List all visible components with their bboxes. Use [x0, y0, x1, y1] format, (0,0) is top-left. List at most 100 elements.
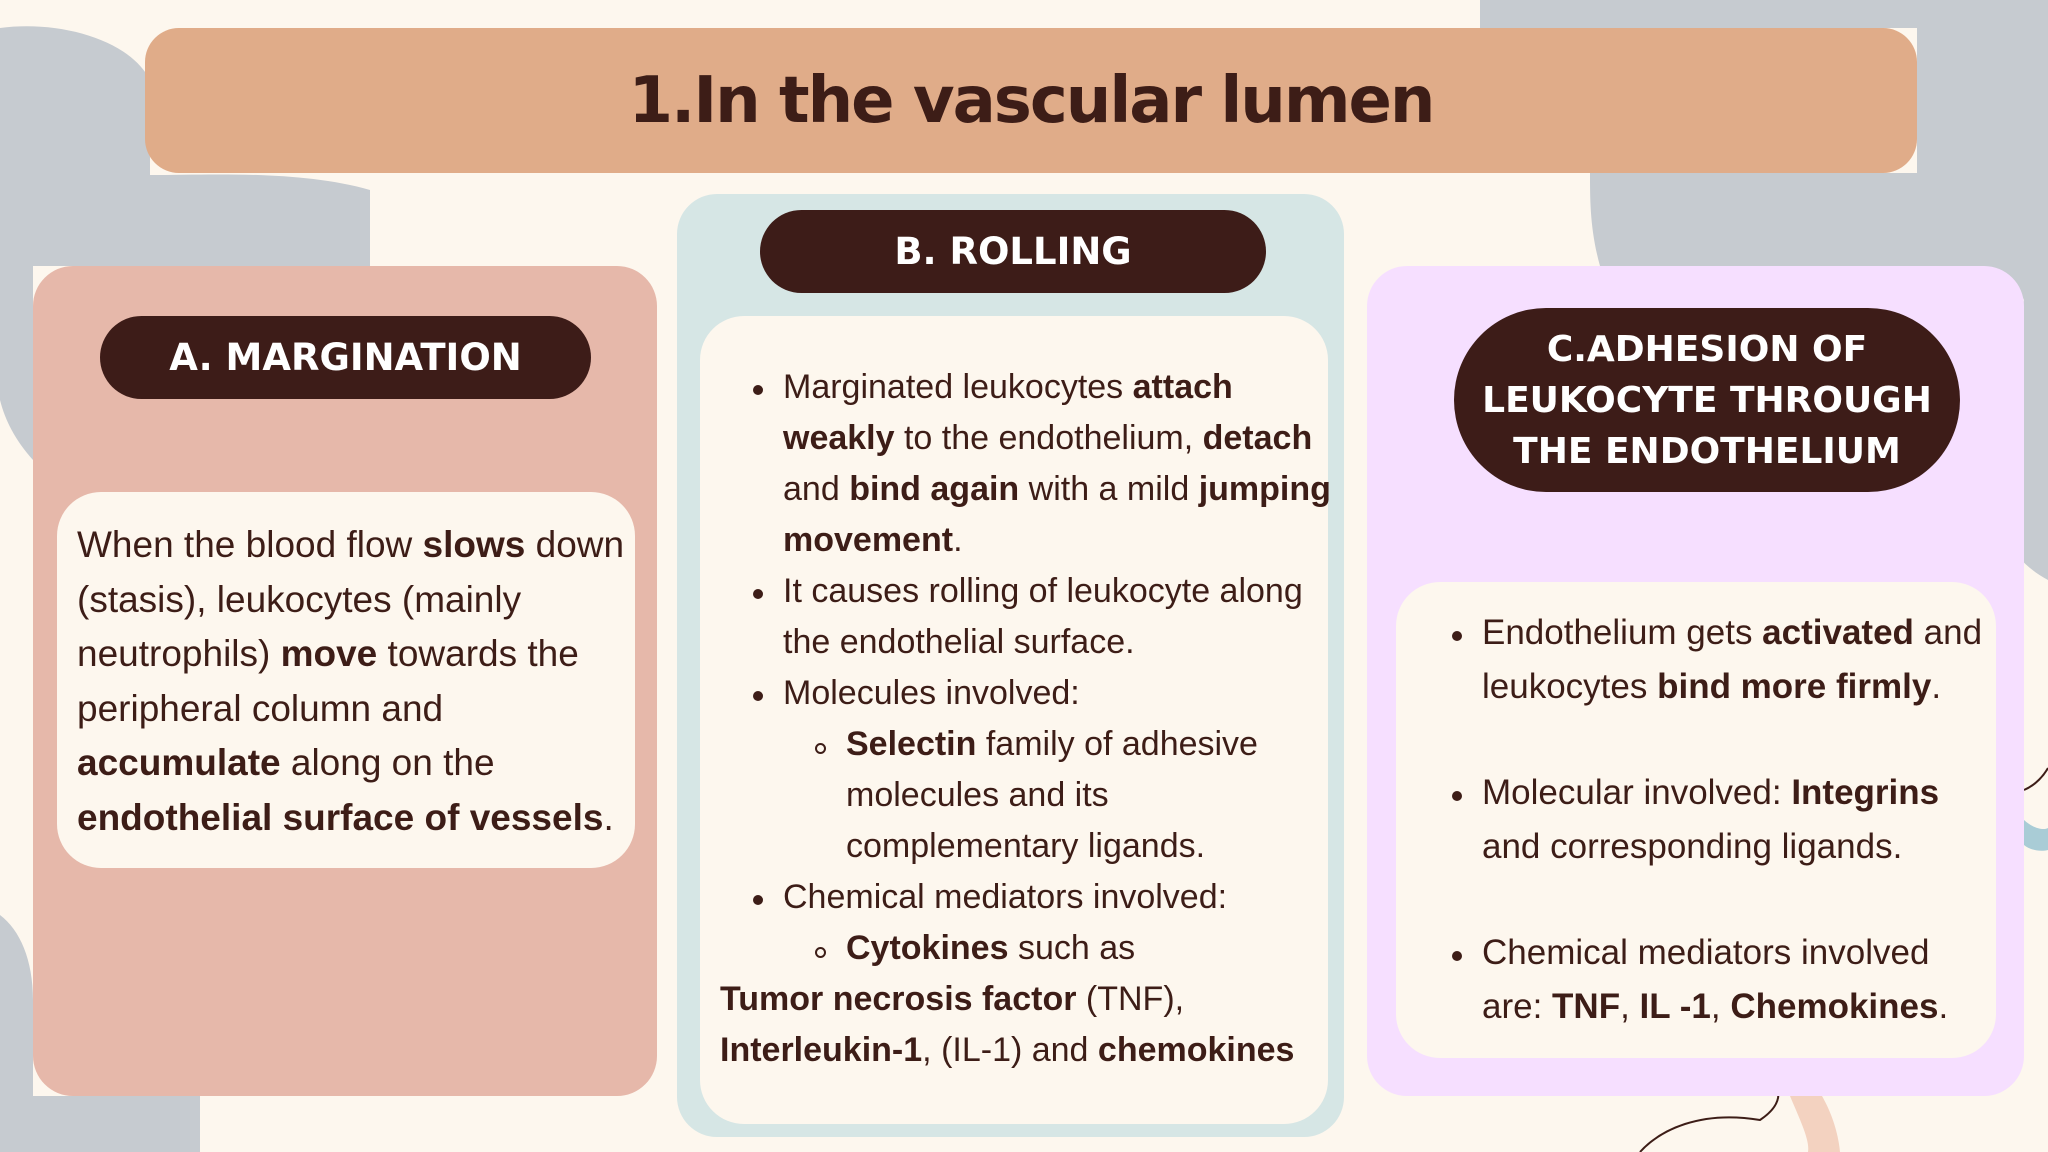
text-bold: endothelial surface of vessels: [77, 796, 604, 838]
teal-accent-right: [2024, 820, 2048, 851]
bullet-dot: [753, 385, 763, 395]
text-bold: slows: [422, 524, 526, 565]
text-line: Interleukin-1, (IL-1) and chemokines: [720, 1031, 1294, 1070]
text-bold: activated: [1762, 613, 1914, 652]
heading-rolling: B. ROLLING: [760, 210, 1266, 293]
text-bold: Integrins: [1791, 773, 1940, 812]
card-adhesion: [1396, 582, 1996, 1058]
text-run: and: [1913, 613, 1983, 652]
text-bold: attach: [1132, 368, 1233, 406]
text-line: Selectin family of adhesive: [846, 725, 1258, 764]
text-run: molecules and its: [846, 776, 1109, 814]
text-run: along on the: [280, 742, 495, 783]
text-bold: Selectin: [846, 725, 977, 763]
text-line: movement.: [783, 521, 963, 560]
card-rolling: [700, 316, 1328, 1124]
text-run: (stasis), leukocytes (mainly: [77, 578, 522, 620]
text-run: It causes rolling of leukocyte along: [783, 572, 1303, 610]
peach-blob-bottom-right: [1790, 1096, 1840, 1152]
gray-blob-top-right: [1480, 0, 2048, 580]
text-bold: movement: [783, 521, 954, 559]
bullet-dot: [1452, 951, 1462, 961]
text-line: the endothelial surface.: [783, 623, 1135, 662]
text-bold: bind more firmly: [1657, 667, 1932, 706]
heading-adhesion-line: LEUKOCYTE THROUGH: [1482, 379, 1932, 421]
text-run: ,: [1710, 987, 1731, 1026]
text-run: Endothelium gets: [1482, 613, 1763, 652]
text-bold: detach: [1202, 419, 1313, 457]
text-run: Chemical mediators involved: [1482, 933, 1930, 972]
text-run: Marginated leukocytes: [783, 368, 1133, 406]
text-run: down: [525, 524, 625, 565]
bullet-ring: [815, 743, 826, 754]
text-bold: TNF: [1552, 987, 1621, 1026]
text-run: leukocytes: [1482, 667, 1658, 706]
bullet-dot: [753, 589, 763, 599]
text-run: Chemical mediators involved:: [783, 878, 1228, 916]
text-line: It causes rolling of leukocyte along: [783, 572, 1303, 611]
bullet-dot: [753, 691, 763, 701]
text-run: , (IL-1) and: [922, 1031, 1098, 1069]
text-bold: IL -1: [1639, 987, 1711, 1026]
text-run: the endothelial surface.: [783, 623, 1135, 661]
text-run: neutrophils): [77, 633, 281, 674]
text-run: towards the: [377, 633, 579, 674]
text-line: Tumor necrosis factor (TNF),: [720, 980, 1184, 1019]
text-line: Chemical mediators involved: [1482, 933, 1929, 973]
heading-adhesion: C.ADHESION OF LEUKOCYTE THROUGH THE ENDO…: [1454, 308, 1960, 492]
text-line: molecules and its: [846, 776, 1109, 815]
text-bold: Cytokines: [846, 929, 1009, 967]
text-run: with a mild: [1019, 470, 1199, 508]
text-run: .: [603, 796, 614, 838]
text-line: Endothelium gets activated and: [1482, 613, 1982, 653]
text-line: Marginated leukocytes attach: [783, 368, 1233, 407]
bullet-dot: [753, 895, 763, 905]
text-run: .: [1938, 987, 1949, 1026]
text-bold: Chemokines: [1730, 987, 1939, 1026]
heading-adhesion-line: C.ADHESION OF: [1546, 328, 1868, 370]
heading-margination: A. MARGINATION: [100, 316, 591, 399]
text-bold: accumulate: [77, 742, 281, 783]
text-line: complementary ligands.: [846, 827, 1205, 866]
text-run: peripheral column and: [77, 687, 444, 729]
text-line: weakly to the endothelium, detach: [783, 419, 1312, 458]
text-run: are:: [1482, 987, 1553, 1026]
text-bold: bind again: [849, 470, 1020, 508]
text-line: and corresponding ligands.: [1482, 827, 1902, 867]
text-line: Cytokines such as: [846, 929, 1135, 968]
text-line: and bind again with a mild jumping: [783, 470, 1331, 509]
bullet-dot: [1452, 631, 1462, 641]
text-run: .: [1931, 667, 1942, 706]
line-doodle-right: [2023, 767, 2048, 791]
text-bold: weakly: [783, 419, 895, 457]
gray-blob-left: [0, 266, 33, 460]
text-run: Molecular involved:: [1482, 773, 1792, 812]
heading-adhesion-line: THE ENDOTHELIUM: [1513, 430, 1901, 472]
gray-blob-top-left: [0, 26, 370, 267]
text-line: Molecular involved: Integrins: [1482, 773, 1939, 813]
text-bold: move: [280, 633, 378, 674]
text-line: Chemical mediators involved:: [783, 878, 1227, 917]
text-bold: jumping: [1198, 470, 1331, 508]
text-bold: Interleukin-1: [720, 1031, 923, 1069]
text-line: are: TNF, IL -1, Chemokines.: [1482, 987, 1948, 1027]
text-run: Molecules involved:: [783, 674, 1080, 712]
gray-blob-bottom-left: [0, 915, 200, 1152]
text-run: and: [783, 470, 850, 508]
text-run: .: [953, 521, 963, 559]
title-bar: 1.In the vascular lumen: [145, 28, 1917, 173]
text-run: family of adhesive: [976, 725, 1258, 763]
text-run: and corresponding ligands.: [1482, 827, 1903, 866]
text-run: complementary ligands.: [846, 827, 1206, 865]
slide-title: 1.In the vascular lumen: [628, 63, 1436, 138]
text-run: ,: [1620, 987, 1640, 1026]
text-run: such as: [1008, 929, 1136, 967]
text-run: When the blood flow: [77, 524, 423, 565]
text-run: to the endothelium,: [894, 419, 1203, 457]
card-margination: When the blood flow slows down (stasis),…: [57, 492, 635, 868]
margination-text: When the blood flow slows down (stasis),…: [77, 518, 635, 845]
bullet-dot: [1452, 791, 1462, 801]
text-line: Molecules involved:: [783, 674, 1080, 713]
bullet-ring: [815, 947, 826, 958]
